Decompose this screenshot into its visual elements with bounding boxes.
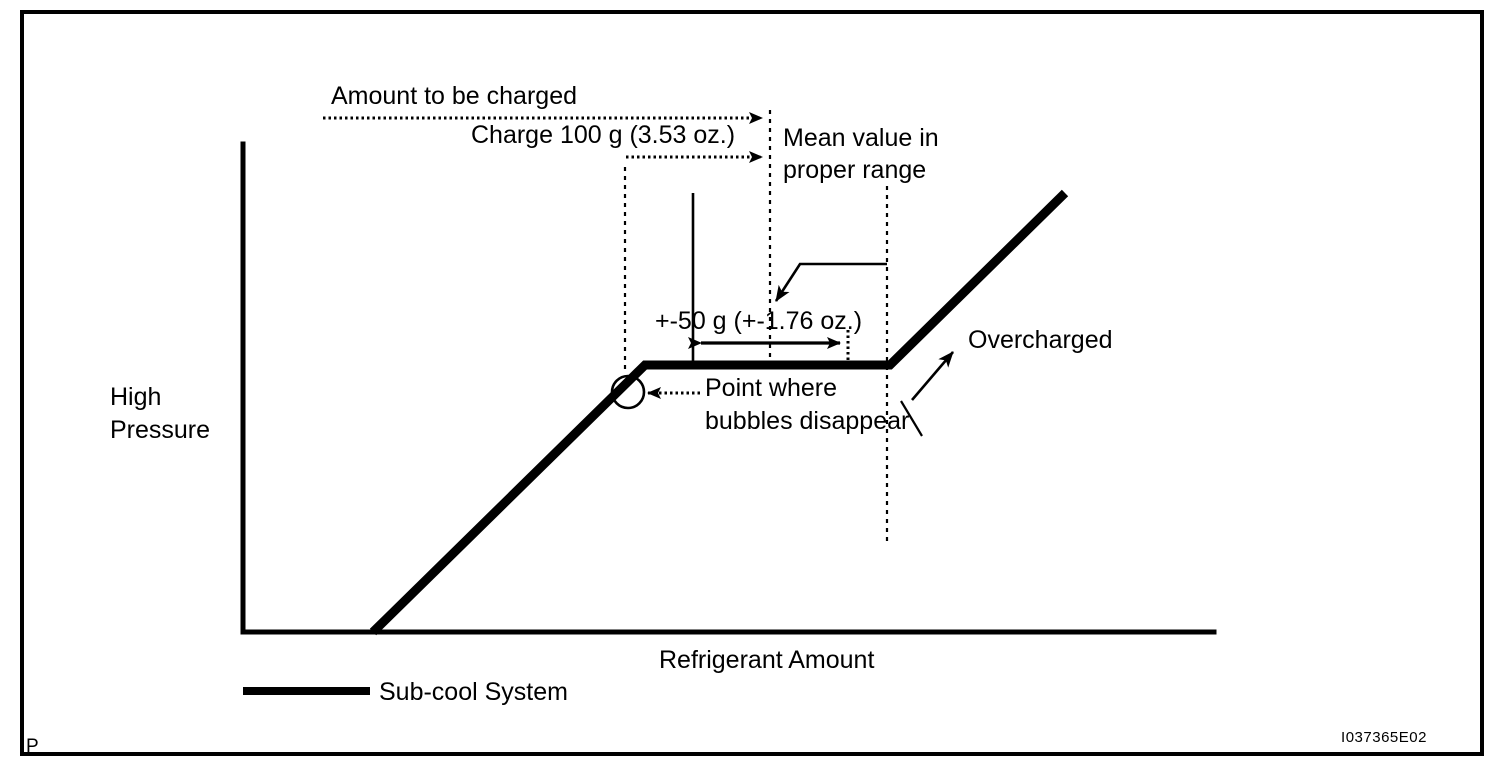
mean-value-leader	[774, 262, 887, 302]
overcharged-label: Overcharged	[968, 326, 1113, 354]
page-frame	[20, 10, 1484, 756]
figure-code: I037365E02	[1341, 729, 1427, 746]
y-axis-label-line1: High	[110, 383, 161, 411]
y-axis-label-line2: Pressure	[110, 416, 210, 444]
x-axis-label: Refrigerant Amount	[659, 646, 874, 674]
point-where-label-line1: Point where	[705, 374, 837, 402]
bubble-point-marker	[610, 374, 646, 410]
legend-label-subcool: Sub-cool System	[379, 678, 568, 706]
amount-to-be-charged-label: Amount to be charged	[331, 82, 577, 110]
corner-marker: P	[26, 736, 39, 757]
charge-100g-label: Charge 100 g (3.53 oz.)	[471, 121, 735, 149]
tolerance-label: +-50 g (+-1.76 oz.)	[655, 307, 862, 335]
overcharged-tick	[900, 400, 923, 437]
mean-value-label-line1: Mean value in	[783, 124, 939, 152]
point-where-label-line2: bubbles disappear	[705, 407, 909, 435]
chart-axes	[240, 141, 1217, 635]
mean-value-label-line2: proper range	[783, 156, 926, 184]
sub-cool-system-curve	[369, 189, 1069, 636]
overcharged-leader	[911, 351, 954, 401]
